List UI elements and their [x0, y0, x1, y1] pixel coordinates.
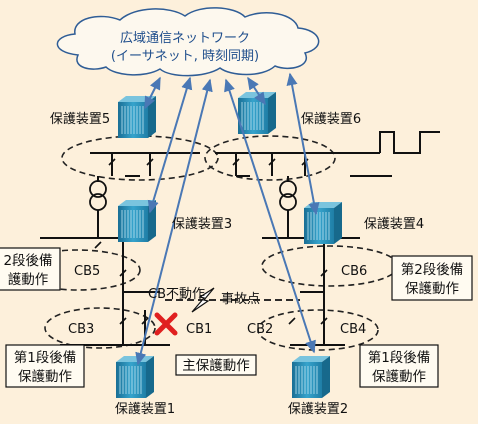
device-1-label: 保護装置1: [115, 401, 175, 417]
cb1-label: CB1: [186, 322, 212, 337]
label-backup2-right: 第2段後備 保護動作: [391, 255, 473, 301]
link-device2: [224, 78, 316, 354]
device-2-label: 保護装置2: [288, 401, 348, 417]
device-3: [117, 199, 157, 243]
device-1: [115, 355, 155, 399]
svg-text:保護動作: 保護動作: [372, 369, 426, 385]
transformer-left-upper: [89, 180, 107, 198]
device-5-label: 保護装置5: [50, 111, 110, 127]
svg-text:保護動作: 保護動作: [405, 281, 459, 297]
fault-label: 事故点: [221, 292, 260, 307]
zone-cb3: [44, 307, 156, 349]
device-5: [117, 95, 157, 139]
transformer-left-lower: [89, 193, 107, 211]
device-4: [303, 201, 343, 245]
power-lines: [40, 131, 440, 346]
zone-bus-right: [204, 135, 336, 181]
cb2-label: CB2: [247, 322, 273, 337]
svg-text:第1段後備: 第1段後備: [368, 349, 431, 366]
label-main-protect: 主保護動作: [175, 354, 257, 376]
device-6-label: 保護装置6: [301, 111, 361, 127]
label-backup1-right: 第1段後備 保護動作: [359, 344, 439, 388]
communication-links: [135, 72, 320, 366]
cb-fail-label: CB不動作: [148, 287, 205, 302]
device-6: [237, 91, 277, 135]
fault-icon: [191, 287, 215, 313]
protection-zones: [15, 135, 399, 351]
network-subtitle: (イーサネット, 時刻同期): [111, 49, 259, 64]
device-3-label: 保護装置3: [172, 216, 232, 232]
label-backup2-left: 2段後備 護動作: [0, 247, 61, 291]
svg-text:保護動作: 保護動作: [18, 369, 72, 385]
svg-text:主保護動作: 主保護動作: [182, 358, 250, 374]
cb-fail-icon: [154, 312, 178, 336]
label-backup1-left: 第1段後備 保護動作: [5, 344, 85, 388]
link-device1: [135, 78, 213, 366]
svg-text:2段後備: 2段後備: [3, 253, 52, 269]
svg-text:第2段後備: 第2段後備: [401, 261, 464, 278]
cb4-label: CB4: [340, 322, 366, 337]
network-title: 広域通信ネットワーク: [120, 31, 250, 46]
svg-text:第1段後備: 第1段後備: [14, 349, 77, 366]
cb6-label: CB6: [341, 264, 367, 279]
device-2: [291, 355, 331, 399]
cb5-label: CB5: [74, 264, 100, 279]
device-4-label: 保護装置4: [364, 216, 424, 232]
cb3-label: CB3: [68, 322, 94, 337]
svg-text:護動作: 護動作: [8, 272, 49, 288]
network-cloud: 広域通信ネットワーク (イーサネット, 時刻同期): [56, 7, 320, 77]
